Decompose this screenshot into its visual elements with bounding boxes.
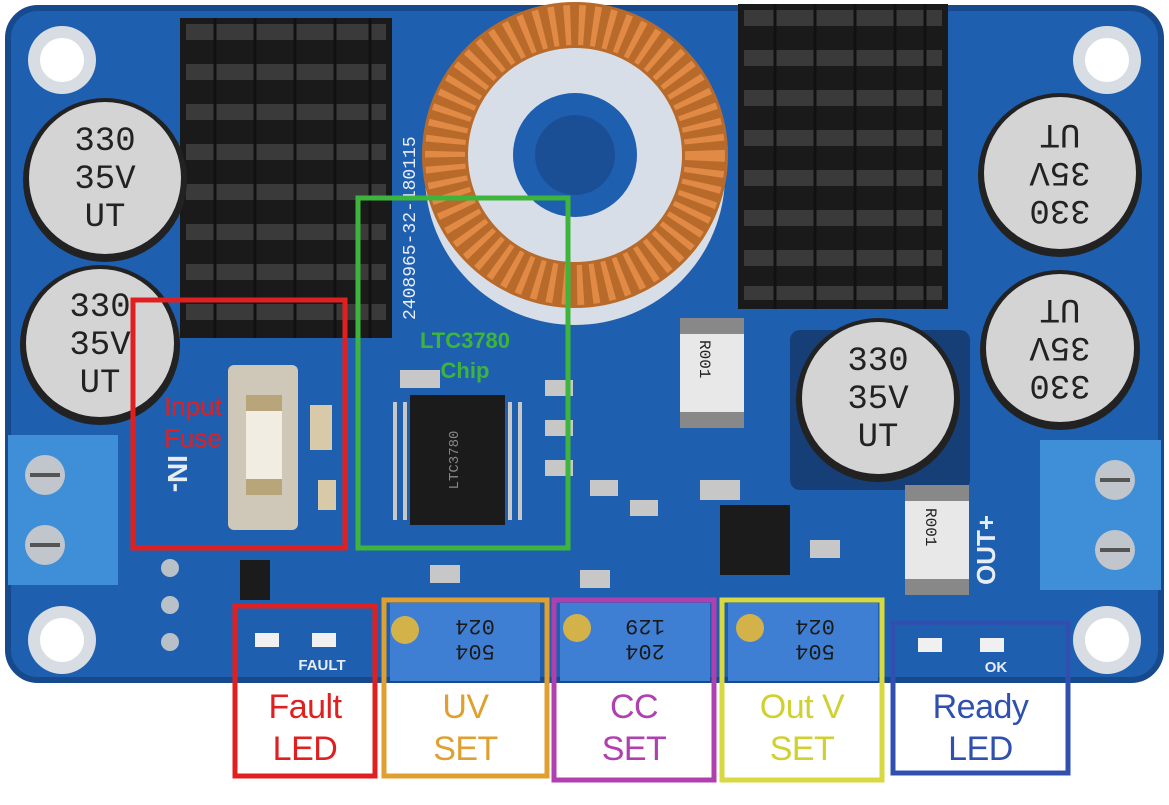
svg-text:129: 129: [625, 613, 665, 638]
in-silkscreen: IN-: [162, 455, 193, 492]
capacitor-top-right: 330 35V UT: [978, 93, 1142, 257]
ready-led-label: Ready LED: [932, 688, 1029, 768]
smd-inductor-1: R001: [680, 318, 744, 428]
svg-text:R001: R001: [695, 340, 713, 378]
svg-text:35V: 35V: [847, 381, 909, 419]
svg-text:330: 330: [847, 343, 908, 381]
input-terminal: [8, 435, 118, 585]
pcb-code-text: 2408965-32-180115: [401, 136, 421, 320]
smd-components: [240, 370, 840, 600]
svg-text:UT: UT: [85, 199, 126, 237]
chip-highlight-box: [355, 195, 571, 551]
heatsink-right: [738, 4, 948, 309]
svg-text:UT: UT: [80, 365, 121, 403]
svg-text:330: 330: [1029, 190, 1090, 228]
heatsink-left: [180, 18, 392, 338]
uv-set-box: [381, 597, 550, 779]
fuse-highlight-box: [130, 297, 348, 551]
capacitor-mid-right: 330 35V UT: [980, 270, 1140, 430]
svg-text:504: 504: [455, 638, 495, 663]
svg-text:35V: 35V: [69, 327, 131, 365]
input-fuse: [228, 365, 298, 530]
fault-led-part: FAULT: [255, 633, 346, 674]
svg-text:204: 204: [625, 638, 665, 663]
svg-text:OK: OK: [985, 659, 1008, 676]
svg-text:UT: UT: [1040, 289, 1081, 327]
output-terminal: [1040, 440, 1161, 590]
svg-text:504: 504: [795, 638, 835, 663]
svg-text:R001: R001: [921, 508, 939, 546]
svg-text:024: 024: [795, 613, 835, 638]
ltc3780-chip: LTC3780: [393, 395, 522, 525]
capacitor-mid-left: 330 35V UT: [20, 265, 180, 425]
out-silkscreen: OUT+: [971, 515, 1001, 585]
fault-led-box: [232, 603, 378, 779]
pot-uv: 504 024: [390, 603, 540, 681]
ready-led-part: OK: [918, 638, 1007, 676]
out-v-set-box: [719, 597, 885, 783]
toroid-inductor: [422, 2, 728, 325]
fault-led-label: Fault LED: [268, 688, 342, 768]
pin-header: [161, 559, 179, 651]
svg-text:FAULT: FAULT: [298, 657, 345, 674]
pot-cc: 204 129: [560, 603, 710, 681]
svg-text:330: 330: [74, 123, 135, 161]
mounting-holes: [28, 26, 1141, 674]
cc-set-box: [551, 597, 717, 783]
svg-text:35V: 35V: [1029, 327, 1091, 365]
svg-text:UT: UT: [1040, 114, 1081, 152]
uv-set-label: UV SET: [433, 688, 498, 768]
svg-text:024: 024: [455, 613, 495, 638]
ready-led-box: [890, 620, 1071, 776]
svg-text:LTC3780: LTC3780: [447, 431, 463, 490]
fuse-label: Input Fuse: [164, 391, 222, 453]
chip-label: LTC3780 Chip: [419, 328, 511, 383]
svg-text:UT: UT: [858, 419, 899, 457]
svg-text:330: 330: [1029, 365, 1090, 403]
svg-text:35V: 35V: [1029, 152, 1091, 190]
cc-set-label: CC SET: [601, 688, 667, 768]
svg-text:330: 330: [69, 289, 130, 327]
pot-out-v: 504 024: [728, 603, 878, 681]
capacitor-top-left: 330 35V UT: [23, 98, 187, 262]
capacitor-center: 330 35V UT: [790, 318, 970, 490]
smd-inductor-2: R001: [905, 485, 969, 595]
out-v-set-label: Out V SET: [759, 688, 845, 768]
svg-text:35V: 35V: [74, 161, 136, 199]
